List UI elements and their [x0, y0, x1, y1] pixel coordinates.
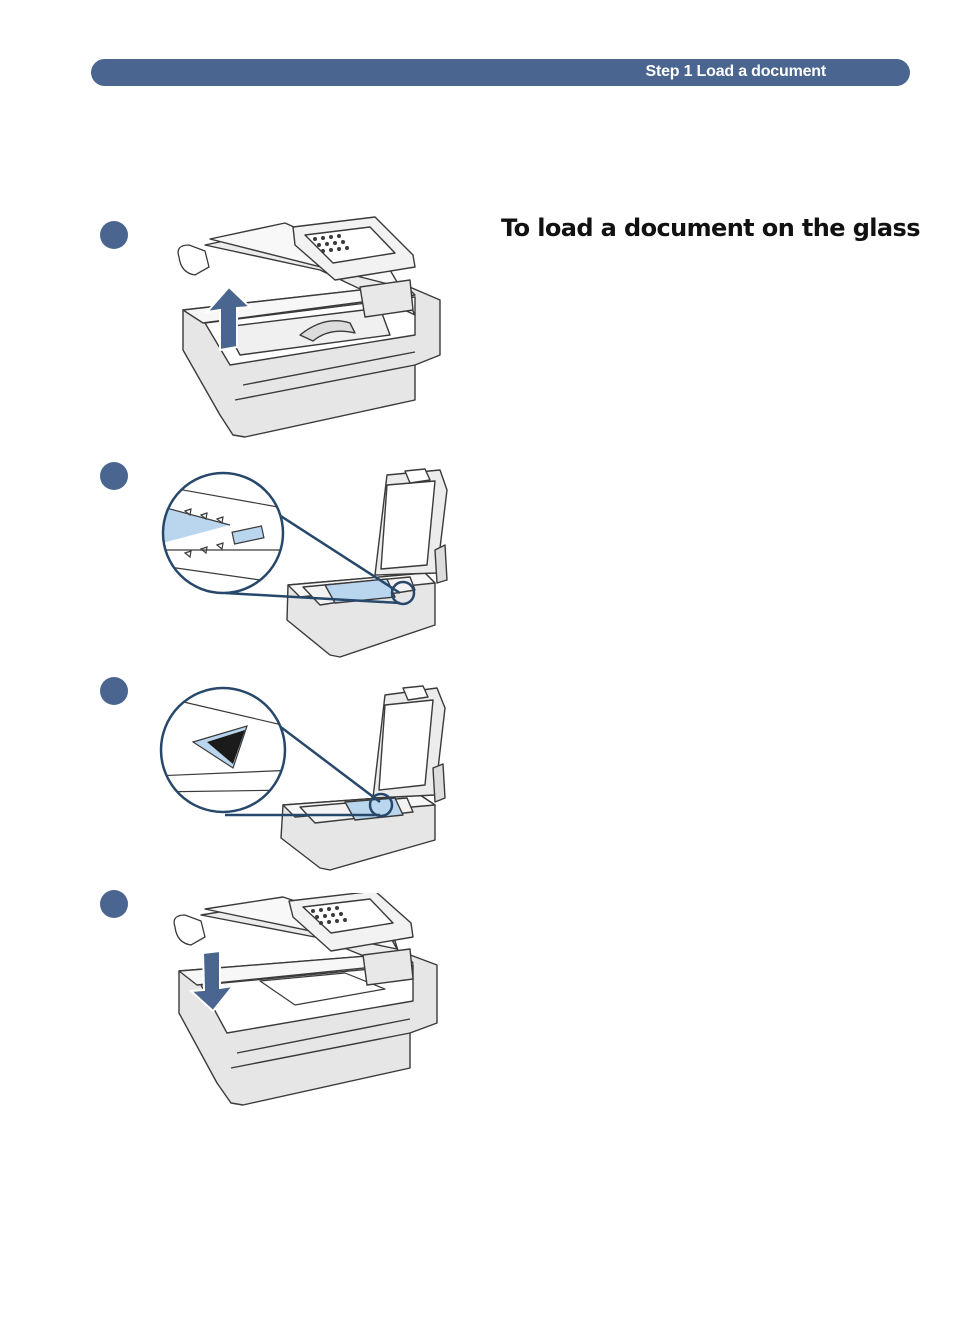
step-marker-4	[100, 890, 128, 918]
step-marker-3	[100, 677, 128, 705]
header-title: Step 1 Load a document	[645, 63, 826, 81]
step-marker-1	[100, 221, 128, 249]
step-marker-2	[100, 462, 128, 490]
align-corner-illustration	[155, 680, 455, 880]
open-lid-illustration	[165, 215, 455, 445]
header-bar: Step 1 Load a document	[91, 59, 910, 86]
place-document-illustration	[155, 465, 455, 665]
section-heading: To load a document on the glass	[501, 214, 921, 242]
close-lid-illustration	[165, 893, 455, 1113]
